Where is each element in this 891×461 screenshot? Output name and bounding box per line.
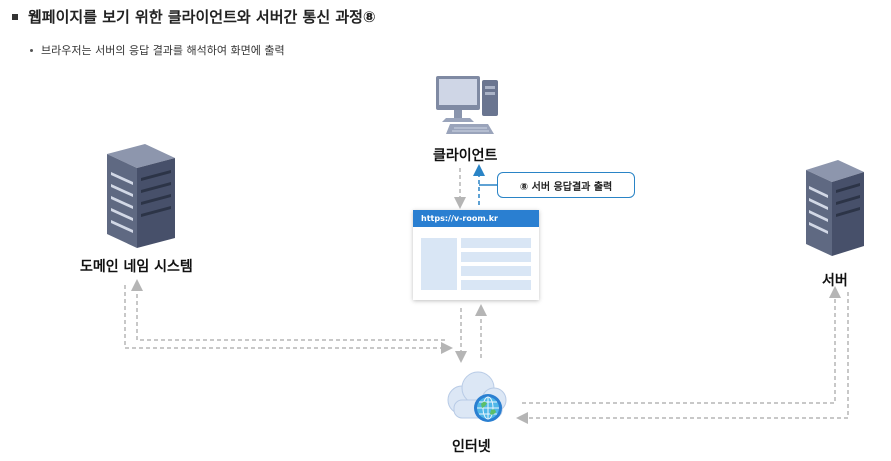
internet-cloud-globe-icon — [447, 371, 507, 422]
bullet-description: 브라우저는 서버의 응답 결과를 해석하여 화면에 출력 — [30, 42, 285, 58]
browser-address-bar: https://v-room.kr — [413, 210, 539, 227]
arrow-from-server — [516, 292, 849, 424]
browser-content-row — [461, 252, 531, 262]
browser-sidebar-block — [421, 238, 457, 290]
server-label: 서버 — [822, 273, 848, 289]
browser-content-row — [461, 280, 531, 290]
dns-label: 도메인 네임 시스템 — [80, 259, 193, 275]
page-title: 웹페이지를 보기 위한 클라이언트와 서버간 통신 과정⑧ — [12, 6, 376, 27]
arrow-from-dns — [124, 285, 453, 354]
bullet-dot — [30, 48, 33, 52]
internet-label: 인터넷 — [452, 439, 491, 455]
desktop-computer-icon — [436, 76, 498, 134]
page-title-text: 웹페이지를 보기 위한 클라이언트와 서버간 통신 과정⑧ — [28, 8, 376, 26]
client-label: 클라이언트 — [433, 148, 498, 164]
title-bullet-square — [12, 13, 18, 20]
bullet-text: 브라우저는 서버의 응답 결과를 해석하여 화면에 출력 — [41, 44, 285, 57]
browser-content-row — [461, 266, 531, 276]
dns-server-icon — [107, 144, 175, 248]
browser-content-row — [461, 238, 531, 248]
arrow-to-dns — [131, 279, 445, 341]
web-server-icon — [806, 160, 864, 256]
step-8-box: ⑧ 서버 응답결과 출력 — [497, 172, 635, 198]
browser-window: https://v-room.kr — [413, 210, 539, 300]
arrow-to-server — [522, 286, 841, 404]
